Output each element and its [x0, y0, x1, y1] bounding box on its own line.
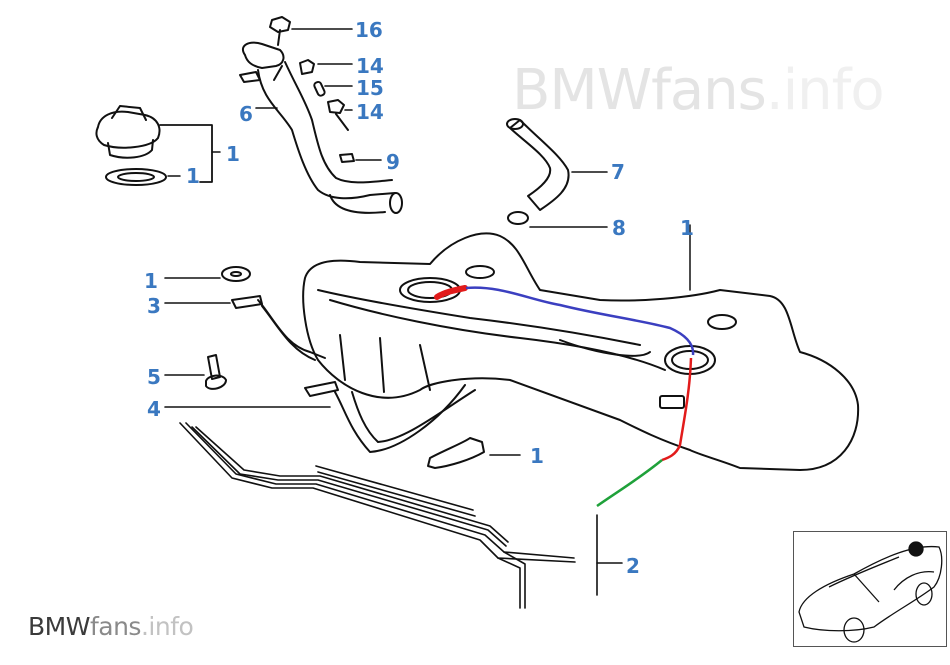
callout-1-seal[interactable]: 1: [186, 164, 200, 188]
callout-1-pad[interactable]: 1: [530, 444, 544, 468]
callout-16[interactable]: 16: [355, 18, 383, 42]
callout-14[interactable]: 14: [356, 100, 384, 124]
callout-1-cap[interactable]: 1: [226, 142, 240, 166]
breather-hose: [506, 118, 570, 211]
clip-9: [339, 153, 355, 163]
callout-1-tank[interactable]: 1: [680, 216, 694, 240]
bolt-5: [205, 354, 227, 390]
annotation-red-top: [434, 285, 468, 300]
hose-clamp-8: [507, 211, 529, 225]
fuel-lines: [179, 422, 576, 609]
callout-8[interactable]: 8: [612, 216, 626, 240]
washer: [221, 266, 251, 282]
watermark-logo: BMWfans.info: [512, 58, 885, 123]
callout-4[interactable]: 4: [147, 397, 161, 421]
annotation-red: [661, 357, 693, 462]
callout-3[interactable]: 3: [147, 294, 161, 318]
cap-seal: [105, 168, 167, 186]
site-logo[interactable]: BMWfans.info: [28, 612, 194, 641]
leader-lines: [164, 28, 623, 596]
callout-7[interactable]: 7: [611, 160, 625, 184]
vehicle-locator-thumbnail: [793, 531, 947, 647]
fuel-tank: [302, 224, 860, 471]
callout-6[interactable]: 6: [239, 102, 253, 126]
filler-neck: [239, 29, 403, 214]
pad: [427, 437, 485, 469]
nut-16: [269, 16, 291, 33]
annotation-blue: [465, 286, 695, 356]
callout-14[interactable]: 14: [356, 54, 384, 78]
callout-1-washer[interactable]: 1: [144, 269, 158, 293]
callout-15[interactable]: 15: [356, 76, 384, 100]
callout-2[interactable]: 2: [626, 554, 640, 578]
annotation-green: [596, 459, 663, 508]
car-outline: [798, 545, 943, 632]
tank-location-marker: [908, 541, 924, 557]
strap-4: [304, 381, 476, 453]
callout-9[interactable]: 9: [386, 150, 400, 174]
filler-cap: [95, 105, 161, 159]
strap-3: [231, 295, 326, 361]
callout-5[interactable]: 5: [147, 365, 161, 389]
